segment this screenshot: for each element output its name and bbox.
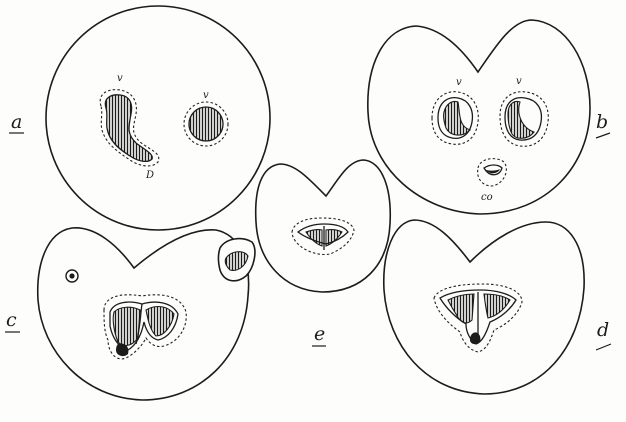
figure-a: v v D a [9,6,270,230]
figure-a-label: a [11,111,22,133]
figure-b-left-vessel-label: v [456,77,462,88]
figure-b-right-vessel-label: v [516,76,522,87]
figure-a-left-vessel-label: v [117,73,123,84]
figure-e: e [256,160,391,346]
figure-e-label: e [314,323,325,345]
figure-b: v v co b [368,20,610,214]
figure-a-duct-label: D [145,170,154,181]
figure-a-right-vessel [189,107,223,141]
figure-b-label: b [596,111,608,133]
figure-b-lower-label: co [481,192,493,203]
figure-c-small-ring-center [69,273,74,278]
figure-a-outline [46,6,270,230]
figure-d-label-underline [596,344,611,350]
figure-d-label: d [597,319,609,341]
figure-a-right-vessel-label: v [203,90,209,101]
figure-c: c [5,228,255,400]
figure-b-label-underline [596,133,610,138]
figure-c-label: c [6,309,17,331]
figure-d: d [384,220,611,394]
figure-b-outline [368,20,590,214]
figure-c-left-wall [113,307,140,345]
